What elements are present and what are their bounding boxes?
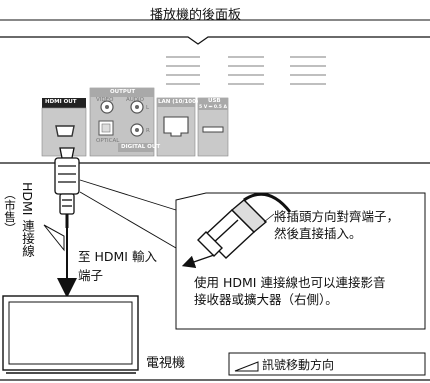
usb-power-label: 5 V ⎓ 0.5 A (199, 105, 227, 110)
output-label-bar (90, 88, 154, 97)
page-title: 播放機的後面板 (150, 8, 242, 23)
vent-slots (166, 56, 326, 85)
callout-note: 使用 HDMI 連接線也可以連接影音 接收器或擴大器（右側）。 (194, 274, 385, 308)
cable-label: HDMI 連接線 (20, 182, 35, 257)
digital-out-label: DIGITAL OUT (121, 144, 161, 150)
callout-line-4: 接收器或擴大器（右側）。 (194, 292, 338, 307)
to-hdmi-input-label: 至 HDMI 輸入 端子 (78, 247, 157, 285)
audio-l-label: L (146, 105, 150, 111)
legend-label: 訊號移動方向 (262, 358, 335, 372)
callout-line-2: 然後直接插入。 (274, 226, 362, 241)
usb-port (202, 126, 224, 133)
callout-insert-arrow (181, 254, 215, 269)
leader-line-top (79, 179, 177, 211)
tv-label: 電視機 (146, 356, 186, 371)
callout-line-3: 使用 HDMI 連接線也可以連接影音 (194, 275, 386, 290)
legend-box (228, 352, 426, 376)
hdmi-out-label: HDMI OUT (45, 99, 77, 105)
audio-r-label: R (146, 128, 150, 134)
callout-line-1: 將插頭方向對齊端子， (274, 209, 400, 224)
hdmi-out-label-bar (42, 98, 86, 108)
to-hdmi-line-2: 端子 (78, 268, 104, 283)
audio-label: AUDIO (126, 97, 144, 103)
panel-top-edge (0, 36, 430, 45)
callout-instruction: 將插頭方向對齊端子， 然後直接插入。 (274, 208, 399, 242)
output-label: OUTPUT (110, 89, 136, 95)
rca-jacks (100, 100, 144, 137)
usb-label: USB (208, 98, 221, 104)
leader-line-bottom (79, 191, 177, 249)
lan-port (163, 116, 189, 137)
tv-screen (8, 301, 133, 365)
lan-label: LAN (10/100) (158, 99, 199, 105)
video-label: VIDEO (96, 97, 114, 103)
retail-label: （市售） (3, 188, 17, 234)
to-hdmi-line-1: 至 HDMI 輸入 (78, 249, 157, 264)
legend-arrow-icon (234, 361, 259, 372)
digital-out-bar (118, 143, 154, 152)
signal-direction-marker (43, 224, 65, 252)
callout-plug-icon (197, 192, 292, 259)
hdmi-port (55, 125, 75, 137)
hdmi-plug (54, 147, 80, 215)
optical-label: OPTICAL (96, 138, 120, 144)
